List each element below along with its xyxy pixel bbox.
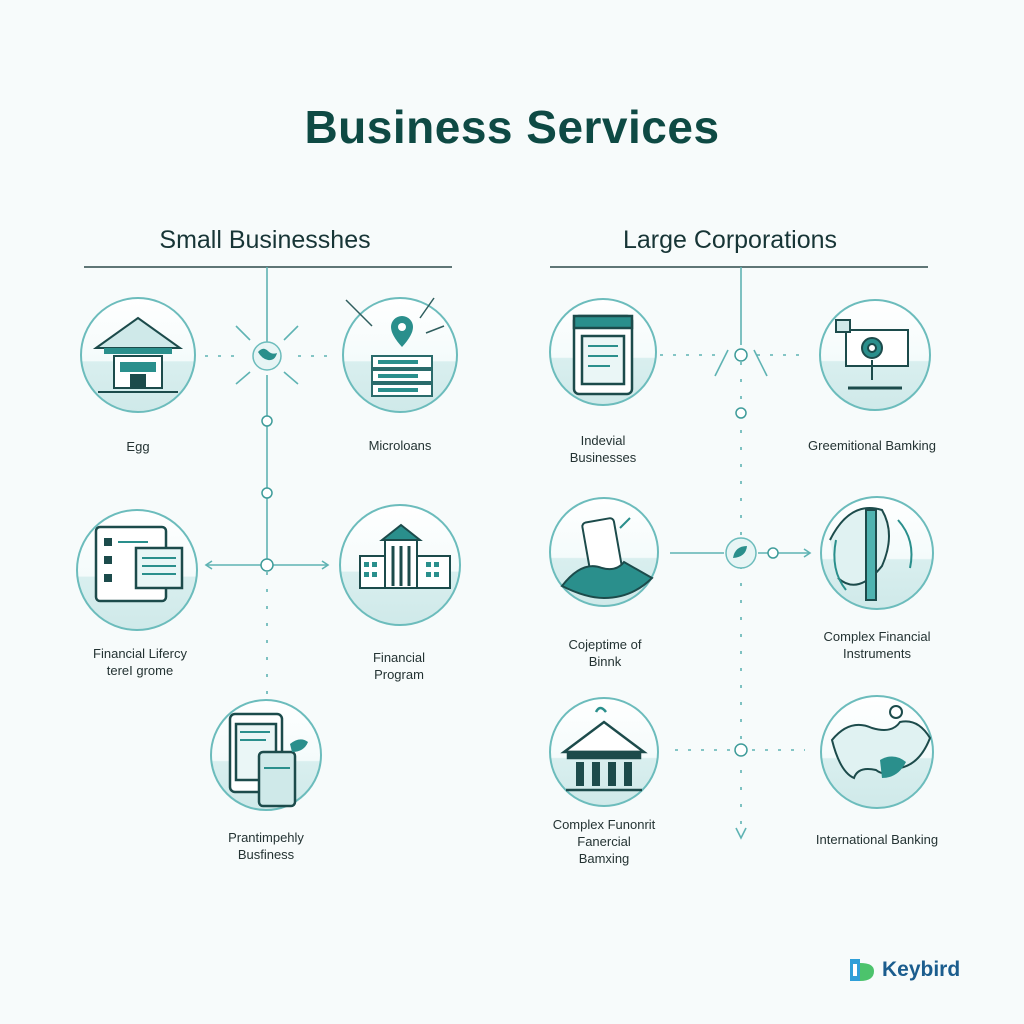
left-junction-1 bbox=[261, 415, 273, 427]
right-junction-2 bbox=[735, 407, 747, 419]
node-label-egg: Egg bbox=[126, 439, 150, 454]
node-label-prantimpehly: Prantimpehly Busfiness bbox=[228, 830, 304, 862]
globe-pillar-icon bbox=[829, 507, 913, 601]
world-map-icon bbox=[830, 705, 932, 780]
node-label-cojeptime: Cojeptime of Binnk bbox=[568, 637, 642, 669]
left-connectors bbox=[204, 267, 330, 700]
tablet-phone-icon bbox=[228, 712, 308, 808]
right-hub-leaf-icon bbox=[725, 537, 757, 569]
brand-name: Keybird bbox=[882, 958, 961, 981]
node-label-complex-funonrit: Complex Funonrit Fanercial Bamxing bbox=[552, 817, 656, 866]
tablet-screen-icon bbox=[572, 314, 634, 396]
bank-building-icon bbox=[92, 316, 184, 393]
camera-monitor-icon bbox=[835, 319, 909, 390]
section-title-small: Small Businesshes bbox=[159, 226, 371, 254]
node-label-international: International Banking bbox=[815, 832, 939, 847]
bank-columns-icon bbox=[560, 706, 648, 792]
left-hub-globe-icon bbox=[252, 341, 282, 371]
node-label-microloans: Microloans bbox=[368, 438, 432, 453]
government-building-icon bbox=[359, 523, 451, 589]
checklist-icon bbox=[94, 525, 184, 603]
right-junction-4 bbox=[734, 743, 748, 757]
left-junction-3 bbox=[260, 558, 274, 572]
node-label-complex-instruments: Complex Financial Instruments bbox=[823, 629, 931, 661]
node-label-greemitional: Greemitional Bamking bbox=[808, 438, 936, 453]
right-junction-5 bbox=[767, 547, 779, 559]
right-connectors bbox=[660, 267, 812, 840]
node-label-financial-literacy: Financial Lifercy tereI grome bbox=[93, 646, 187, 678]
node-label-financial-program: Financial Program bbox=[372, 650, 426, 682]
node-label-indevial: Indevial Businesses bbox=[569, 433, 637, 465]
right-junction-1 bbox=[734, 348, 748, 362]
keybird-logo-icon bbox=[850, 959, 874, 981]
handshake-device-icon bbox=[560, 517, 654, 600]
diagram-title: Business Services bbox=[304, 101, 720, 153]
brand-logo: Keybird bbox=[848, 955, 960, 985]
left-junction-2 bbox=[261, 487, 273, 499]
section-title-large: Large Corporations bbox=[622, 226, 837, 254]
map-pin-server-icon bbox=[345, 297, 445, 397]
